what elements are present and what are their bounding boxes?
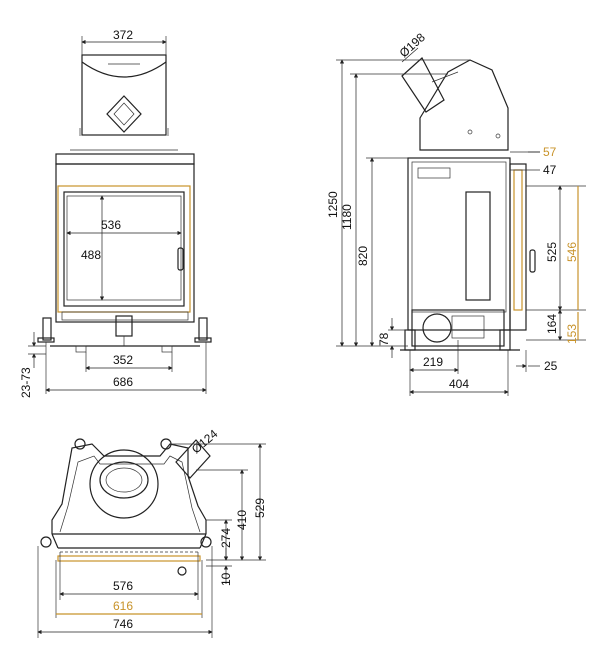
plan-depth-front-label: 274 [219,528,233,548]
front-flue-box [79,54,169,136]
side-total-height-label: 1250 [326,191,340,218]
side-body [400,157,536,351]
front-glass-height-label: 488 [81,248,101,262]
side-bottom-inner-label: 164 [545,314,559,334]
side-top-inner-label: 47 [543,163,557,177]
plan-frame-width-label: 616 [113,599,133,613]
plan-air-inlet-label: Ø124 [189,426,221,456]
plan-body [40,438,212,576]
front-flue-width-label: 372 [113,28,133,42]
side-flue-diameter-label: Ø198 [397,30,428,60]
side-door-height-label: 525 [545,242,559,262]
side-rear-gap-label: 25 [544,359,558,373]
side-foot-height-label: 78 [377,332,391,346]
front-feet-range-label: 23-73 [19,367,33,398]
side-top-gap-label: 57 [543,145,557,159]
front-offset-label: 352 [113,353,133,367]
front-view: 372 536 488 [19,28,212,398]
side-bottom-frame-label: 153 [565,324,579,344]
front-overall-width-label: 686 [113,375,133,389]
front-glass-width-label: 536 [101,218,121,232]
front-body [37,163,212,353]
side-view: Ø198 1250 1180 82 [326,30,586,396]
side-flue-offset-label: 219 [423,355,443,369]
side-lower-height-label: 820 [356,246,370,266]
plan-total-depth-label: 529 [253,498,267,518]
side-depth-label: 404 [449,377,469,391]
plan-overall-width-label: 746 [113,617,133,631]
side-flue [401,57,509,151]
side-body-height-label: 1180 [340,204,354,230]
plan-depth-mid-label: 410 [235,510,249,530]
plan-front-offset-label: 10 [219,572,233,586]
plan-view: Ø124 529 410 274 10 576 616 746 [37,426,267,638]
plan-inner-width-label: 576 [113,579,133,593]
side-frame-height-label: 546 [565,242,579,262]
